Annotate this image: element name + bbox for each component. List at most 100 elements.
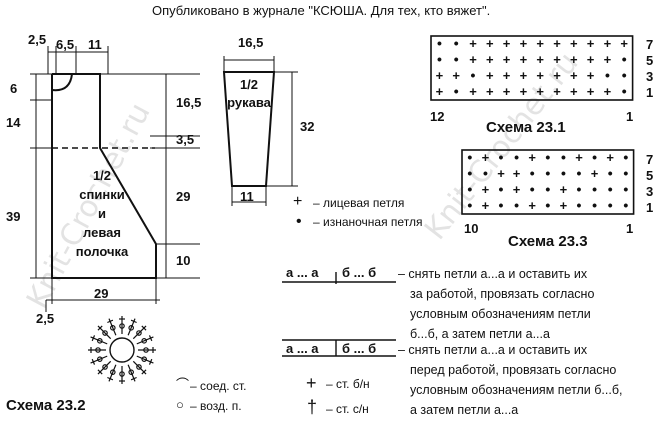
chart-23-1-cell: • [605, 67, 610, 83]
chart-23-3-cell: • [483, 165, 488, 181]
chart-23-1-cell: + [587, 84, 595, 99]
motif-chain [102, 330, 108, 336]
chart-23-1-cell: • [622, 67, 627, 83]
chart-23-1-row-5: 5 [646, 53, 654, 68]
chart-23-3-cell: • [608, 181, 613, 197]
sleeve-label-line: рукава [227, 95, 271, 110]
chart-23-3-cell: + [591, 166, 599, 181]
chart-23-1-right-number: 1 [626, 109, 634, 124]
chart-23-3-right-number: 1 [626, 221, 634, 236]
chart-23-3-row-3: 3 [646, 184, 654, 199]
motif-legend-hdc-text: – ст. с/н [326, 402, 369, 416]
chart-23-1-frame [430, 35, 634, 101]
dim-neck-depth: 6 [10, 81, 18, 96]
dim-neck-width: 6,5 [56, 37, 75, 52]
chart-23-1-title: Схема 23.1 [486, 119, 566, 136]
cable-2-text: – снять петли а...а и оставить их перед … [398, 340, 622, 420]
body-outline [51, 73, 157, 279]
body-label-line: полочка [75, 244, 129, 259]
motif-legend-ch-text: – возд. п. [190, 399, 242, 413]
chart-23-1-row-3: 3 [646, 69, 654, 84]
chart-23-3-cell: • [499, 181, 504, 197]
motif-chain [128, 325, 134, 331]
cable-1-text: – снять петли а...а и оставить их за раб… [398, 264, 594, 344]
cable-1-box-right: б ... б [342, 265, 377, 280]
chart-23-3-cell: • [530, 181, 535, 197]
chart-23-1-cell: + [503, 36, 511, 51]
chart-23-1-cell: + [520, 84, 528, 99]
motif-stitch-bar [107, 319, 114, 324]
chart-23-1-cell: + [469, 52, 477, 67]
chart-23-2-title: Схема 23.2 [6, 397, 86, 414]
cable-box-2 [282, 339, 396, 357]
chart-23-3-cell: • [623, 197, 628, 213]
chart-23-3-cell: • [561, 165, 566, 181]
chart-23-3-cell: • [530, 165, 535, 181]
chart-23-3-cell: • [608, 197, 613, 213]
chart-23-1-cell: • [622, 83, 627, 99]
motif-chain [141, 338, 147, 344]
chart-23-1-cell: + [604, 52, 612, 67]
chart-23-3-cell: • [467, 149, 472, 165]
chart-23-1-cell: + [536, 52, 544, 67]
chart-23-1-cell: + [469, 36, 477, 51]
dim-right-mid: 29 [176, 189, 191, 204]
chart-23-3-cell: • [623, 165, 628, 181]
chart-23-1-cell: + [620, 36, 628, 51]
motif-chain [97, 338, 103, 344]
dim-bottom-width: 29 [94, 286, 109, 301]
chart-23-3-cell: • [577, 165, 582, 181]
chart-23-3-cell: • [623, 181, 628, 197]
dim-bottom-offset: 2,5 [36, 311, 55, 326]
motif-stitch-bar [148, 335, 153, 342]
motif-legend-slst-text: – соед. ст. [190, 379, 247, 393]
motif-stitch-bar [141, 325, 147, 331]
chart-23-1-cell: + [570, 36, 578, 51]
motif-stitch-bar [107, 376, 114, 381]
chart-23-3-cell: + [482, 198, 490, 213]
legend-knit-text: – лицевая петля [313, 196, 405, 210]
dim-top-offset: 2,5 [28, 32, 47, 47]
motif-chain [119, 323, 125, 329]
chart-23-1-cell: • [437, 35, 442, 51]
sleeve-dim-height: 32 [300, 119, 315, 134]
motif-chain [102, 364, 108, 370]
chart-23-1-row-7: 7 [646, 37, 654, 52]
body-label-line: и [98, 206, 106, 221]
dim-armhole-depth: 14 [6, 115, 21, 130]
chart-23-1-cell: + [436, 84, 444, 99]
cable-2-box-left: а ... а [286, 341, 319, 356]
chart-23-3-row-1: 1 [646, 200, 654, 215]
motif-stitch-bar [130, 319, 137, 324]
motif-23-2 [109, 337, 135, 363]
chart-23-1-cell: + [553, 84, 561, 99]
dim-shoulder-width: 11 [88, 37, 102, 52]
chart-23-1-cell: + [570, 84, 578, 99]
cable-1-line: – снять петли а...а и оставить их [398, 267, 588, 281]
motif-legend-sc-symbol: + [306, 373, 317, 393]
chart-23-3-cell: • [592, 149, 597, 165]
chart-23-3-cell: + [528, 150, 536, 165]
legend-purl-symbol: • [296, 213, 302, 230]
chart-23-1-cell: + [604, 36, 612, 51]
chart-23-1-cell: + [536, 84, 544, 99]
chart-23-1-cell: + [570, 52, 578, 67]
cable-1-line: б...б, а затем петли а...а [410, 327, 550, 341]
chart-23-3-cell: • [499, 197, 504, 213]
motif-stitch-bar [97, 325, 103, 331]
chart-23-1-cell: + [436, 68, 444, 83]
body-label-line: левая [83, 225, 121, 240]
motif-chain [128, 369, 134, 375]
chart-23-1-cell: + [486, 52, 494, 67]
chart-23-1-cell: + [553, 52, 561, 67]
motif-chain [143, 347, 149, 353]
chart-23-3-cell: + [560, 182, 568, 197]
dim-right-bottom: 10 [176, 253, 191, 268]
chart-23-3-cell: • [577, 197, 582, 213]
sleeve-dim-bottom: 11 [240, 189, 254, 204]
chart-23-3-row-5: 5 [646, 168, 654, 183]
motif-stitch-bar [91, 335, 96, 342]
chart-23-3-cell: • [545, 149, 550, 165]
page-header: Опубликовано в журнале "КСЮША. Для тех, … [152, 3, 491, 18]
chart-23-1-cell: + [553, 36, 561, 51]
